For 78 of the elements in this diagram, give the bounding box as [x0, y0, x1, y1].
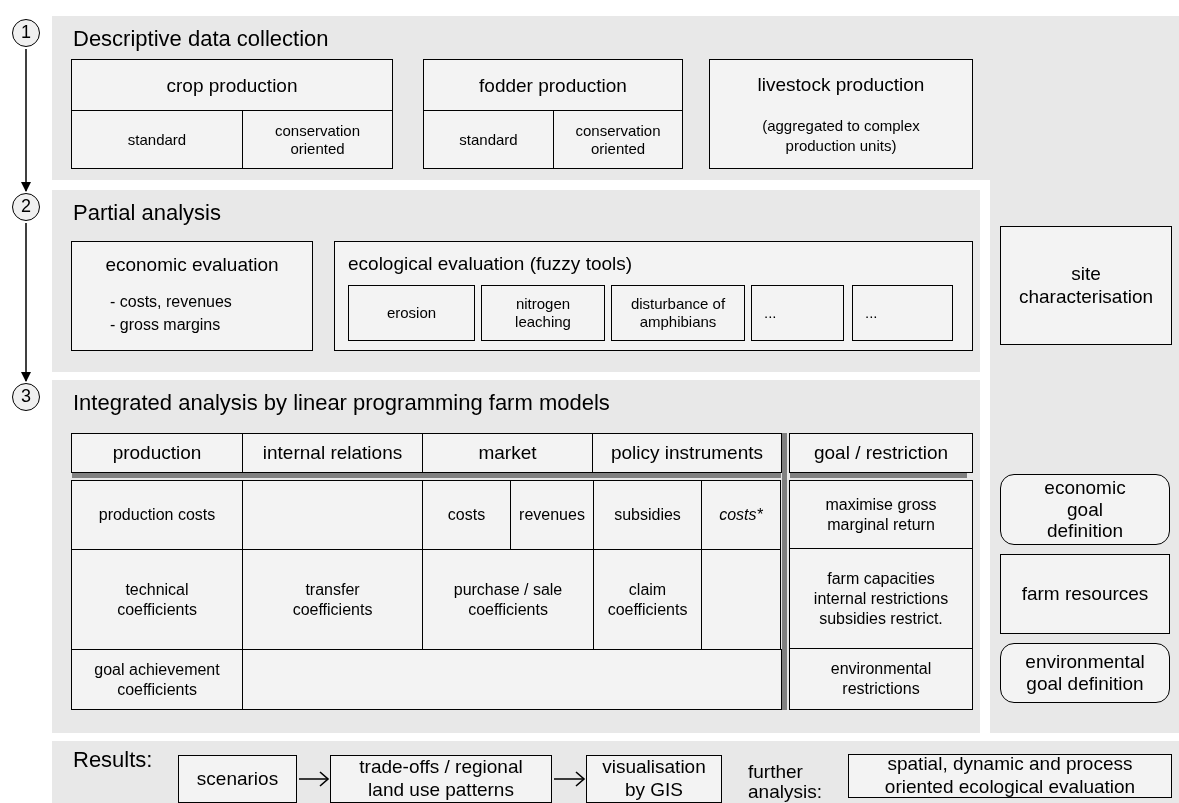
- process-box: [348, 285, 475, 341]
- table-cell: maximise gross marginal return: [789, 480, 973, 549]
- process-box: [71, 241, 313, 351]
- step-number-circle: [12, 19, 40, 47]
- box-title: livestock production: [756, 74, 926, 97]
- box-text: conservation oriented: [574, 121, 662, 158]
- table-cell: purchase / sale coefficients: [422, 549, 594, 650]
- process-box: [481, 285, 605, 341]
- box-text: conservation oriented: [273, 121, 362, 158]
- table-cell: technical coefficients: [71, 549, 243, 650]
- category-box: [423, 59, 683, 169]
- box-text: standard: [127, 130, 187, 149]
- process-box: [848, 754, 1172, 798]
- table-cell: costs: [422, 480, 511, 550]
- table-cell: revenues: [510, 480, 594, 550]
- table-cell: claim coefficients: [593, 549, 702, 650]
- section-panel: [52, 190, 980, 372]
- table-cell: transfer coefficients: [242, 549, 423, 650]
- process-box: [611, 285, 745, 341]
- rounded-box: [1000, 474, 1170, 545]
- process-box: [1000, 554, 1170, 634]
- table-cell: goal achievement coefficients: [71, 649, 243, 710]
- box-text: economic goal definition: [1043, 476, 1127, 543]
- box-text: disturbance of amphibians: [630, 295, 726, 331]
- box-title: crop production: [165, 74, 299, 98]
- box-text: nitrogen leaching: [514, 295, 572, 331]
- table-cell: environmental restrictions: [789, 648, 973, 710]
- step-number-circle: [12, 383, 40, 411]
- box-text: ...: [865, 304, 878, 322]
- results-panel: [52, 741, 1179, 803]
- box-text: environmental goal definition: [1024, 651, 1146, 695]
- box-title: economic evaluation: [104, 254, 280, 277]
- section-heading: Integrated analysis by linear programming farm models: [73, 390, 610, 417]
- table-cell: production costs: [71, 480, 243, 550]
- box-text: erosion: [386, 304, 437, 322]
- annotation-text: further analysis:: [748, 762, 823, 802]
- process-box: [751, 285, 844, 341]
- category-box: [71, 59, 393, 169]
- rounded-box: [1000, 643, 1170, 703]
- box-text: ...: [764, 304, 777, 322]
- process-box: [334, 241, 973, 351]
- table-cell: subsidies: [593, 480, 702, 550]
- section-heading: Partial analysis: [73, 200, 221, 227]
- box-text: visualisation by GIS: [601, 756, 707, 802]
- arrow: [298, 771, 329, 787]
- column-header: production: [71, 433, 243, 473]
- category-box: [709, 59, 973, 169]
- box-text: site characterisation: [1017, 262, 1155, 309]
- process-box: [330, 755, 552, 803]
- process-box: [178, 755, 297, 803]
- column-header: goal / restriction: [789, 433, 973, 473]
- table-cell: costs*: [701, 480, 781, 550]
- box-text: farm resources: [1021, 582, 1149, 606]
- box-title: fodder production: [478, 74, 628, 98]
- box-text: spatial, dynamic and process oriented ecological evaluation: [883, 753, 1137, 799]
- arrow: [21, 48, 31, 192]
- process-box: [586, 755, 722, 803]
- column-header: policy instruments: [592, 433, 782, 473]
- arrow: [21, 222, 31, 382]
- step-number: 3: [21, 386, 31, 408]
- step-number-circle: [12, 193, 40, 221]
- process-box: [852, 285, 953, 341]
- box-text: trade-offs / regional land use patterns: [358, 756, 524, 802]
- box-title: ecological evaluation (fuzzy tools): [348, 253, 633, 276]
- step-number: 2: [21, 196, 31, 218]
- section-heading: Descriptive data collection: [73, 26, 329, 53]
- box-subtitle: (aggregated to complex production units): [761, 116, 921, 155]
- column-header: market: [422, 433, 593, 473]
- box-text: scenarios: [196, 767, 279, 791]
- box-text: standard: [459, 130, 518, 149]
- section-heading: Results:: [73, 747, 153, 774]
- step-number: 1: [21, 22, 31, 44]
- table-cell: farm capacities internal restrictions subsidies restrict.: [789, 548, 973, 649]
- column-header: internal relations: [242, 433, 423, 473]
- bullet-item: - gross margins: [110, 315, 221, 335]
- arrow: [553, 771, 585, 787]
- process-box: [1000, 226, 1172, 345]
- bullet-item: - costs, revenues: [110, 292, 232, 312]
